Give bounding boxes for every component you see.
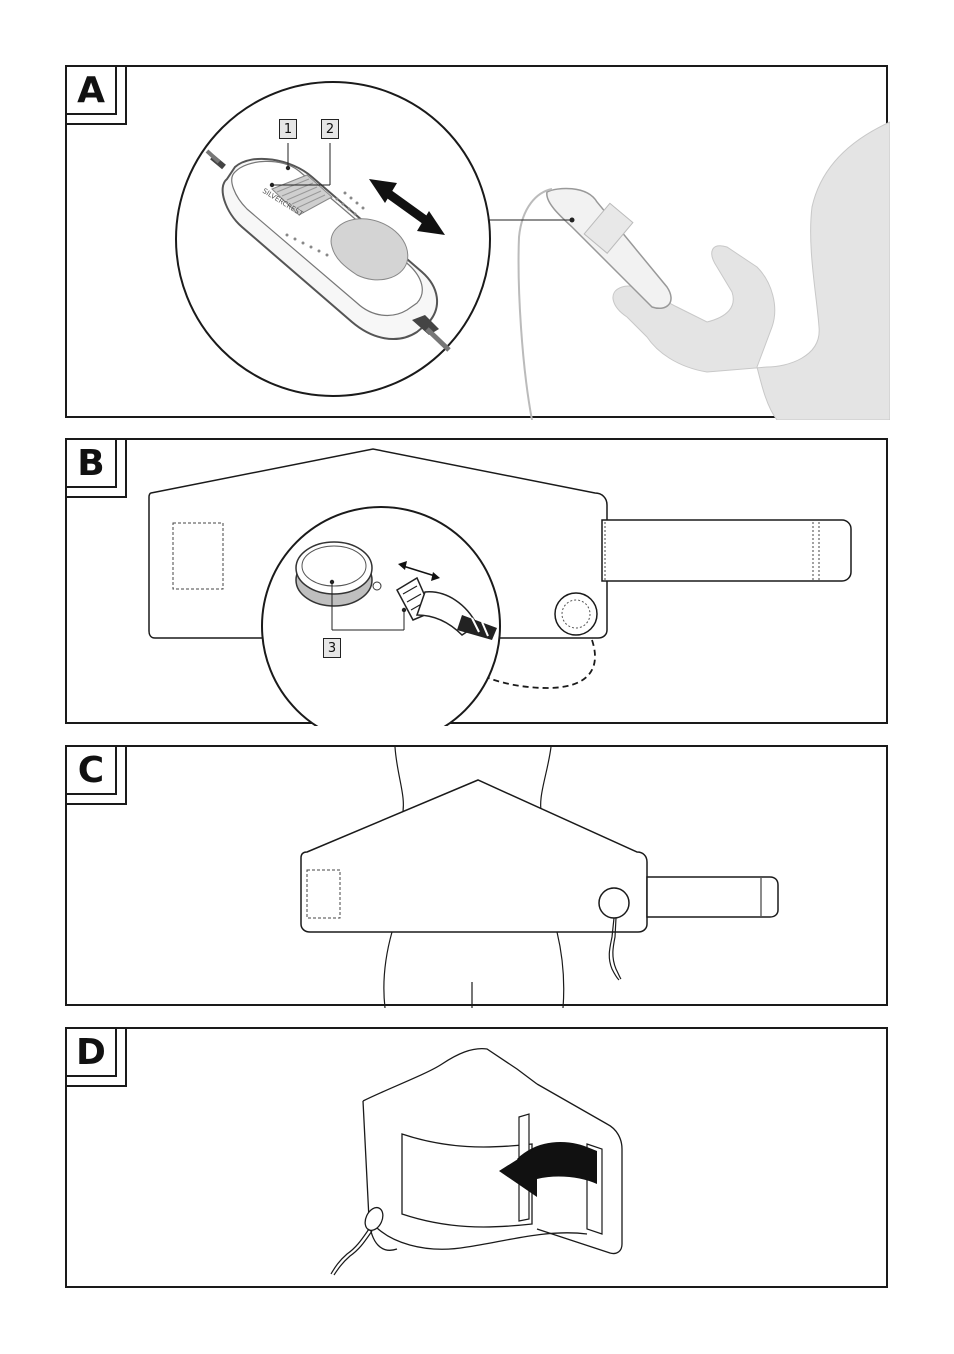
panel-d-illustration <box>67 1029 890 1290</box>
socket-circle <box>555 593 597 635</box>
power-cord <box>519 189 552 420</box>
panel-c-illustration <box>67 747 890 1008</box>
strap <box>602 520 851 581</box>
callout-3: 3 <box>323 638 341 658</box>
panel-c: C <box>65 745 888 1006</box>
panel-letter-d: D <box>67 1029 117 1077</box>
belt-front-band <box>402 1134 532 1227</box>
panel-letter-box-a: A <box>67 67 127 125</box>
remote-in-hand <box>547 188 671 308</box>
heating-pad-worn <box>301 780 647 932</box>
panel-letter-box-b: B <box>67 440 127 498</box>
panel-d: D <box>65 1027 888 1288</box>
callout-1: 1 <box>279 119 297 139</box>
panel-letter-b: B <box>67 440 117 488</box>
strap-c <box>647 877 778 917</box>
panel-letter-box-c: C <box>67 747 127 805</box>
panel-a-illustration: SILVERCREST <box>67 67 890 420</box>
panel-letter-box-d: D <box>67 1029 127 1087</box>
panel-b-illustration <box>67 440 890 726</box>
socket-d <box>362 1205 387 1234</box>
socket-circle-c <box>599 888 629 918</box>
panel-letter-a: A <box>67 67 117 115</box>
callout-2: 2 <box>321 119 339 139</box>
panel-a: SILVERCREST A 1 2 <box>65 65 888 418</box>
panel-b: B 3 <box>65 438 888 724</box>
panel-letter-c: C <box>67 747 117 795</box>
